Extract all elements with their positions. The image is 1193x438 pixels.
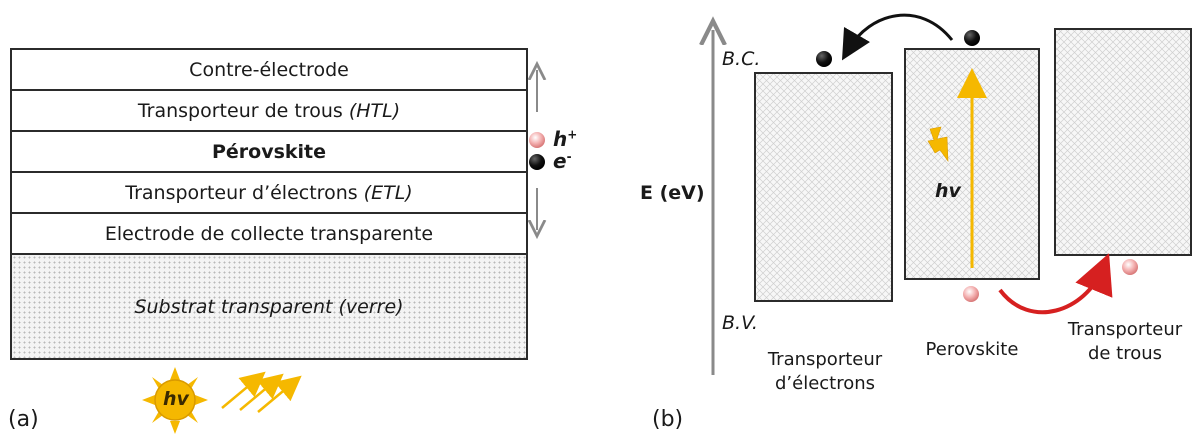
energy-axis-label: E (eV) bbox=[640, 182, 705, 204]
hole-charge-sign: + bbox=[567, 127, 578, 142]
hole-symbol: h bbox=[553, 127, 568, 151]
htl-caption-line: Transporteur bbox=[1067, 319, 1183, 340]
layer-abbreviation: (HTL) bbox=[348, 99, 401, 122]
hole-particle bbox=[529, 132, 545, 148]
layer-etl: Transporteur d’électrons (ETL) bbox=[10, 171, 528, 214]
lightning-icon bbox=[927, 126, 949, 162]
etl-caption-line: Transporteur bbox=[767, 349, 883, 370]
htl-caption-line: de trous bbox=[1087, 343, 1163, 364]
photon-hv-label: hv bbox=[935, 180, 961, 202]
hole-label: h+ bbox=[553, 127, 577, 151]
hole-perovskite bbox=[963, 286, 979, 302]
electron-charge-sign: - bbox=[566, 149, 572, 164]
electron-etl bbox=[816, 51, 832, 67]
hole-htl bbox=[1122, 259, 1138, 275]
layer-label: Pérovskite bbox=[211, 140, 327, 163]
device-layer-stack: Contre-électrode Transporteur de trous (… bbox=[10, 48, 528, 360]
electron-particle bbox=[529, 154, 545, 170]
conduction-band-label: B.C. bbox=[722, 48, 761, 70]
layer-perovskite: Pérovskite bbox=[10, 130, 528, 173]
layer-label: Electrode de collecte transparente bbox=[104, 222, 434, 245]
etl-caption-line: d’électrons bbox=[774, 373, 876, 394]
panel-a-label: (a) bbox=[8, 407, 39, 432]
sun-icon bbox=[142, 367, 208, 434]
electron-perovskite bbox=[964, 30, 980, 46]
layer-transparent-electrode: Electrode de collecte transparente bbox=[10, 212, 528, 255]
panel-b-label: (b) bbox=[652, 407, 684, 432]
etl-band-box bbox=[754, 72, 893, 302]
electron-transfer-arrow bbox=[841, 13, 954, 61]
light-ray-arrows bbox=[221, 371, 302, 413]
layer-label: Contre-électrode bbox=[189, 58, 349, 81]
perovskite-caption: Perovskite bbox=[925, 339, 1019, 360]
layer-abbreviation: (ETL) bbox=[363, 181, 413, 204]
electron-symbol: e bbox=[553, 149, 567, 173]
etl-caption: Transporteur d’électrons bbox=[760, 348, 890, 396]
layer-label: Substrat transparent (verre) bbox=[134, 295, 404, 318]
valence-band-label: B.V. bbox=[722, 312, 758, 334]
layer-substrate: Substrat transparent (verre) bbox=[10, 253, 528, 360]
layer-label: Transporteur d’électrons bbox=[125, 181, 364, 204]
hole-transfer-arrow bbox=[998, 253, 1113, 315]
layer-counter-electrode: Contre-électrode bbox=[10, 48, 528, 91]
htl-caption: Transporteur de trous bbox=[1060, 318, 1190, 366]
electron-label: e- bbox=[553, 149, 572, 173]
htl-band-box bbox=[1054, 28, 1192, 256]
layer-label: Transporteur de trous bbox=[137, 99, 349, 122]
sun-hv-label: hv bbox=[163, 388, 189, 410]
